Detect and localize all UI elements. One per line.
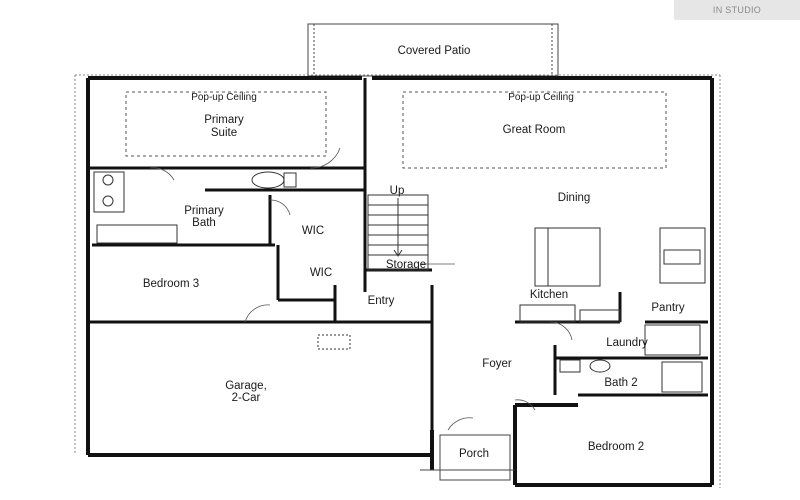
laundry-label: Laundry [606,337,648,349]
pantry-label: Pantry [651,302,684,314]
kitchen-label: Kitchen [530,289,568,301]
wic-upper-label: WIC [302,225,324,237]
garage-label-line2: 2-Car [232,392,261,404]
in-studio-badge-text: IN STUDIO [712,5,762,15]
wic-lower-label: WIC [310,267,332,279]
porch-label: Porch [459,448,489,460]
great-room-label: Great Room [503,124,566,136]
exterior-walls [86,76,714,487]
kitchen-island [519,227,706,323]
primary-bath-label-line2: Bath [192,217,216,229]
dining-label: Dining [558,192,591,204]
primary-suite-label-line1: Primary [204,114,244,126]
staircase [367,194,429,271]
covered-patio-label: Covered Patio [398,45,471,57]
garage-label-line1: Garage, [225,380,267,392]
bedroom3-label: Bedroom 3 [143,278,199,290]
primary-bath-label-line1: Primary [184,205,224,217]
in-studio-badge: IN STUDIO [674,0,800,20]
foyer-label: Foyer [482,358,512,370]
stair-up-label: Up [390,185,405,197]
entry-label: Entry [368,295,395,307]
bedroom2-label: Bedroom 2 [588,441,644,453]
bath2-label: Bath 2 [604,377,637,389]
great-room-popup-ceiling-label: Pop-up Ceiling [508,92,574,103]
porch-outline [420,434,515,481]
primary-suite-label-line2: Suite [211,127,237,139]
exterior-outline [74,74,721,488]
primary-popup-ceiling-label: Pop-up Ceiling [191,92,257,103]
storage-label: Storage [386,259,426,271]
popup-ceiling-outlines [125,91,667,169]
bath-fixtures [93,171,703,393]
door-swings [149,147,573,431]
